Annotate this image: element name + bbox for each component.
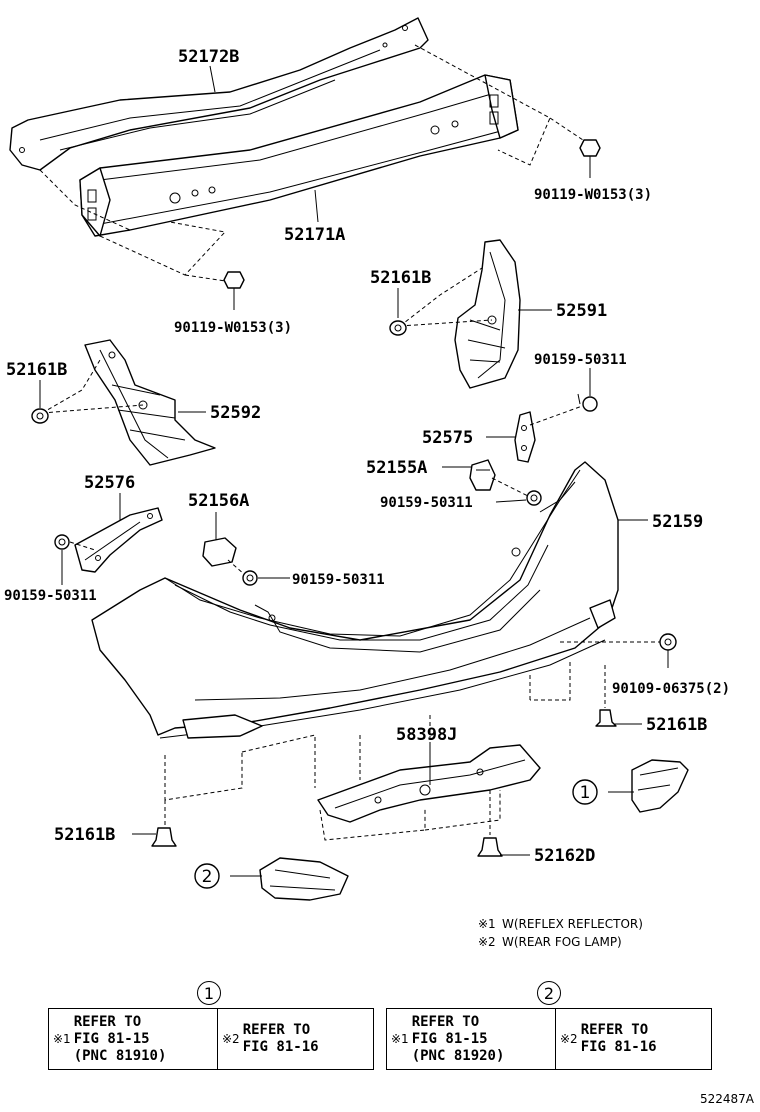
label-90119-left: 90119-W0153(3) — [174, 320, 292, 336]
reference-1-right-cell[interactable]: ※2 REFER TO FIG 81-16 — [217, 1009, 373, 1069]
clip-52161B-bottom-left-icon — [132, 827, 177, 847]
label-52162D: 52162D — [534, 846, 595, 866]
screw-90159-right-upper-icon — [577, 393, 598, 412]
label-90159-center: 90159-50311 — [380, 495, 473, 511]
label-90159-mid: 90159-50311 — [292, 572, 385, 588]
reference-2-left-cell[interactable]: ※1 REFER TO FIG 81-15 (PNC 81920) — [387, 1009, 555, 1069]
callout-2-marker: 2 — [194, 863, 220, 889]
reference-1-circle: 1 — [197, 981, 221, 1005]
clip-52162D-icon — [477, 837, 530, 857]
reference-1-left-mark: ※1 — [53, 1032, 71, 1046]
label-52161B-bottom-left: 52161B — [54, 825, 115, 845]
note-2-text: W(REAR FOG LAMP) — [502, 935, 622, 949]
label-90159-left: 90159-50311 — [4, 588, 97, 604]
bracket-52575 — [514, 411, 536, 463]
reference-table-2: ※1 REFER TO FIG 81-15 (PNC 81920) ※2 REF… — [386, 1008, 712, 1070]
reinforcement-52171A — [79, 74, 519, 237]
clip-52161B-right-lower-icon — [595, 709, 642, 727]
bracket-58398J — [317, 744, 541, 823]
svg-text:1: 1 — [580, 783, 591, 803]
reference-2-right-text: REFER TO FIG 81-16 — [580, 1022, 657, 1055]
rear-fog-lamp — [259, 857, 349, 901]
bolt-90119-right-icon — [579, 139, 601, 178]
reinforcement-52172B — [9, 17, 429, 171]
callout-1-marker: 1 — [572, 779, 598, 805]
label-52576: 52576 — [84, 473, 135, 493]
label-52575: 52575 — [422, 428, 473, 448]
label-52155A: 52155A — [366, 458, 427, 478]
retainer-52592 — [84, 339, 216, 466]
note-2-mark: ※2 — [478, 935, 496, 949]
reference-1-left-text: REFER TO FIG 81-15 (PNC 81910) — [73, 1013, 167, 1064]
label-52156A: 52156A — [188, 491, 249, 511]
clip-52161B-left-icon — [31, 408, 49, 424]
screw-90159-left-icon — [54, 534, 70, 585]
label-52592: 52592 — [210, 403, 261, 423]
reference-table-1: ※1 REFER TO FIG 81-15 (PNC 81910) ※2 REF… — [48, 1008, 374, 1070]
note-1-text: W(REFLEX REFLECTOR) — [502, 917, 643, 931]
svg-text:2: 2 — [202, 867, 213, 887]
bracket-52576 — [74, 507, 163, 573]
note-1-mark: ※1 — [478, 917, 496, 931]
reference-2-right-mark: ※2 — [560, 1032, 578, 1046]
reference-2-right-cell[interactable]: ※2 REFER TO FIG 81-16 — [555, 1009, 711, 1069]
reflex-reflector — [631, 759, 689, 813]
label-52161B-left: 52161B — [6, 360, 67, 380]
reference-1-right-mark: ※2 — [222, 1032, 240, 1046]
label-90109: 90109-06375(2) — [612, 681, 730, 697]
retainer-52591 — [454, 239, 521, 389]
bracket-52156A — [202, 537, 237, 567]
label-52172B: 52172B — [178, 47, 239, 67]
label-90119-right: 90119-W0153(3) — [534, 187, 652, 203]
label-52161B-right-lower: 52161B — [646, 715, 707, 735]
label-52591: 52591 — [556, 301, 607, 321]
label-52159: 52159 — [652, 512, 703, 532]
reference-2-left-text: REFER TO FIG 81-15 (PNC 81920) — [411, 1013, 505, 1064]
label-90159-right-upper: 90159-50311 — [534, 352, 627, 368]
screw-90159-mid-icon — [242, 570, 290, 586]
clip-52161B-upper-right-icon — [389, 320, 407, 336]
label-58398J: 58398J — [396, 725, 457, 745]
drawing-id: 522487A — [699, 1092, 754, 1106]
clip-90109-icon — [659, 633, 677, 668]
bracket-52155A — [469, 459, 496, 491]
reference-1-right-text: REFER TO FIG 81-16 — [242, 1022, 319, 1055]
reference-1-left-cell[interactable]: ※1 REFER TO FIG 81-15 (PNC 81910) — [49, 1009, 217, 1069]
reference-2-left-mark: ※1 — [391, 1032, 409, 1046]
screw-90159-center-icon — [526, 490, 542, 506]
bumper-cover-52159 — [91, 461, 619, 739]
bolt-90119-left-icon — [223, 271, 245, 310]
label-52171A: 52171A — [284, 225, 345, 245]
reference-2-circle: 2 — [537, 981, 561, 1005]
label-52161B-upper-right: 52161B — [370, 268, 431, 288]
